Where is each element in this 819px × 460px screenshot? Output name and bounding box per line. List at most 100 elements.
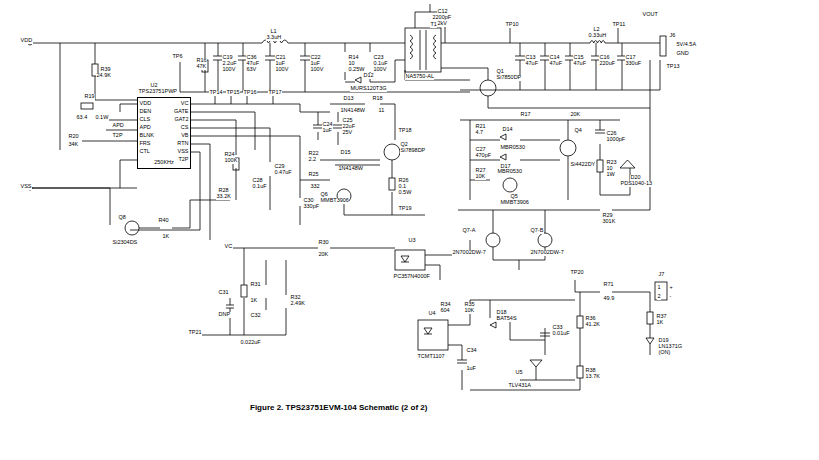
component-label: U2 [150, 83, 158, 89]
component-label: 25V [342, 130, 353, 136]
component-label: 100V [222, 67, 236, 73]
component-label: R29 [602, 213, 613, 219]
component-label: C27 [475, 147, 486, 153]
component-label: R31 [250, 282, 261, 288]
component-label: J7 [658, 272, 665, 278]
component-label: R30 [318, 240, 329, 246]
component-label: TP18 [398, 128, 412, 134]
component-label: TP13 [666, 64, 680, 70]
component-label: (ON) [658, 350, 671, 356]
component-label: Q1 [496, 69, 504, 75]
component-label: D20 [630, 175, 641, 181]
component-label: GND [676, 51, 689, 57]
component-label: 2.2uF [222, 61, 237, 67]
component-label: 34K [68, 142, 79, 148]
component-label: Q5 [510, 194, 518, 200]
component-label: 49.9 [603, 296, 615, 302]
component-label: - [669, 294, 672, 300]
component-label: 3.3uH [266, 35, 282, 41]
component-label: R28 [218, 188, 229, 194]
component-label: C36 [246, 55, 257, 61]
component-label: 0.47uF [274, 170, 292, 176]
component-label: C21 [275, 55, 286, 61]
component-label: C17 [625, 55, 636, 61]
component-label: 100V [275, 67, 289, 73]
component-label: C30 [303, 198, 314, 204]
component-label: C33 [552, 325, 563, 331]
component-label: GAT2 [174, 117, 189, 123]
component-label: R22 [308, 151, 319, 157]
component-label: GATE [173, 109, 189, 115]
component-label: MBR0530 [497, 169, 522, 175]
component-label: TP21 [188, 330, 202, 336]
component-label: TP15 [226, 90, 240, 96]
component-label: 330pF [303, 204, 320, 210]
component-label: 1uF [466, 366, 476, 372]
component-label: L2 [593, 27, 600, 33]
component-label: R19 [84, 94, 95, 100]
component-label: 1uF [322, 128, 332, 134]
component-label: TP17 [268, 90, 282, 96]
component-label: 20K [570, 112, 581, 118]
component-label: 11 [378, 108, 385, 114]
component-label: PDS1040-13 [620, 181, 653, 187]
component-label: L1 [270, 29, 277, 35]
component-label: 10 [606, 166, 613, 172]
component-label: R25 [308, 172, 319, 178]
component-label: C14 [549, 55, 560, 61]
component-label: VDD [20, 38, 33, 44]
component-label: MMBT3906 [500, 200, 529, 206]
component-label: 0.1W [95, 115, 109, 121]
component-label: VB [181, 133, 189, 139]
component-label: R18 [372, 96, 383, 102]
component-label: 470pF [475, 153, 492, 159]
component-label: VOUT [642, 12, 658, 18]
component-label: PC357N4000F [393, 274, 430, 280]
component-label: 0.33uH [588, 33, 607, 39]
component-label: R16 [196, 58, 207, 64]
component-label: BAT54S [496, 316, 517, 322]
component-label: R40 [158, 218, 169, 224]
component-label: C29 [274, 164, 285, 170]
component-label: Q7-A [462, 228, 476, 234]
component-label: 2 [657, 294, 661, 300]
component-label: D19 [658, 338, 669, 344]
component-label: 604 [440, 308, 450, 314]
component-label: C31 [218, 290, 229, 296]
component-label: 1N4148W [340, 108, 365, 114]
component-label: 47uF [246, 61, 260, 67]
component-label: R20 [68, 134, 79, 140]
component-label: CLS [139, 117, 151, 123]
component-label: T2P [178, 157, 189, 163]
component-label: R27 [475, 168, 486, 174]
component-label: C23 [373, 55, 384, 61]
component-label: DNP [218, 312, 231, 318]
component-label: R23 [606, 160, 617, 166]
component-label: MBR0530 [500, 145, 525, 151]
component-label: CS [180, 125, 189, 131]
component-label: 301K [602, 219, 616, 225]
component-label: TP6 [172, 54, 183, 60]
component-label: + [669, 285, 673, 291]
component-label: 47uF [525, 61, 539, 67]
component-label: 47K [196, 64, 207, 70]
component-label: T1 [430, 22, 437, 28]
component-label: RTN [177, 141, 189, 147]
component-label: U3 [408, 238, 416, 244]
component-label: Q4 [574, 128, 582, 134]
component-label: T2P [112, 133, 123, 139]
component-label: 100V [310, 67, 324, 73]
component-label: J6 [669, 33, 676, 39]
component-label: 5V/4.5A [676, 42, 697, 48]
component-label: MMBT3906 [320, 198, 349, 204]
component-label: TP19 [398, 206, 412, 212]
component-label: 1K [250, 298, 258, 304]
component-label: 0.01uF [552, 331, 570, 337]
component-label: 0.1uF [252, 184, 267, 190]
component-label: MURS120T3G [350, 86, 387, 92]
component-label: R14 [348, 55, 359, 61]
component-label: TP10 [505, 22, 519, 28]
component-label: D18 [496, 310, 507, 316]
component-label: CTL [139, 149, 150, 155]
